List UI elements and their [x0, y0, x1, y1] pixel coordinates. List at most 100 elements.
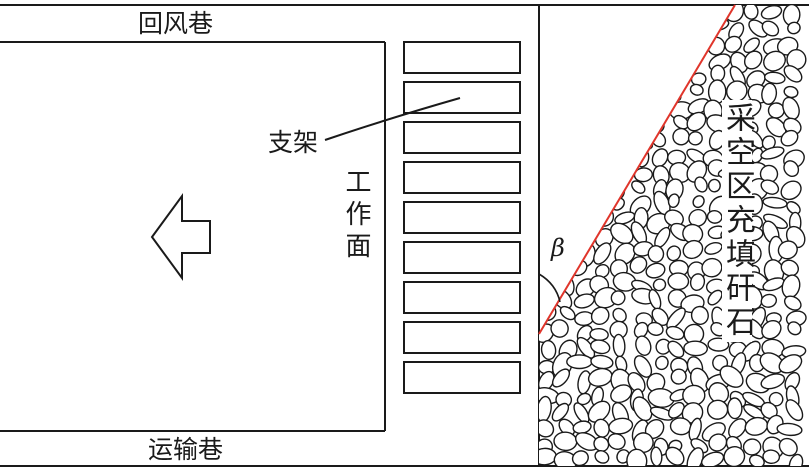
rock: [670, 368, 687, 385]
rock: [547, 93, 573, 115]
support-label: 支架: [268, 128, 319, 157]
rock: [551, 368, 571, 388]
rock: [686, 111, 707, 132]
rock: [610, 175, 626, 199]
rock: [588, 103, 607, 121]
rock: [539, 447, 557, 466]
rock: [670, 56, 686, 72]
rock: [743, 5, 759, 20]
rock: [707, 5, 725, 22]
rock: [539, 98, 552, 116]
rock: [550, 319, 569, 338]
rock: [593, 172, 614, 199]
rock: [780, 259, 799, 277]
rock: [654, 19, 669, 34]
rock: [625, 38, 652, 58]
rock: [761, 20, 780, 37]
rock: [683, 340, 708, 357]
rock: [667, 401, 685, 419]
rock: [763, 71, 786, 85]
rock: [743, 50, 763, 70]
rock: [651, 85, 675, 105]
rock: [704, 241, 723, 255]
rock: [647, 98, 666, 124]
rock: [694, 176, 708, 193]
support-unit: [403, 241, 521, 274]
rock: [726, 80, 748, 102]
rock: [692, 195, 705, 209]
rock: [778, 437, 798, 457]
rock: [777, 240, 798, 260]
rock: [613, 160, 630, 182]
rock: [780, 180, 802, 201]
rock: [788, 453, 804, 466]
rock: [574, 165, 590, 182]
rock: [760, 179, 780, 195]
rock: [786, 201, 801, 215]
rock: [776, 422, 803, 437]
rock: [558, 174, 576, 195]
rock: [613, 81, 636, 98]
rock: [612, 33, 634, 53]
rock: [593, 66, 614, 87]
rock: [556, 69, 577, 90]
rock: [719, 365, 744, 388]
rock: [707, 289, 723, 306]
rock: [539, 7, 549, 24]
rock: [690, 305, 709, 325]
rock: [785, 399, 804, 422]
rock: [539, 260, 557, 277]
rock: [540, 339, 557, 361]
rock: [539, 85, 559, 101]
working-face-label: 工作面: [341, 168, 371, 264]
rock: [780, 129, 799, 147]
rock: [761, 82, 778, 105]
rock: [633, 146, 650, 168]
rock: [707, 178, 721, 193]
rock: [656, 30, 670, 53]
rock: [616, 115, 633, 135]
rock: [591, 114, 607, 130]
rock: [690, 13, 707, 39]
rock: [617, 6, 633, 23]
rock: [761, 135, 776, 151]
rock: [612, 307, 627, 323]
rock: [628, 113, 645, 129]
angle-beta-label: β: [551, 234, 565, 262]
rock: [723, 446, 746, 466]
rock: [646, 5, 670, 20]
rock: [551, 160, 570, 177]
rock: [782, 96, 800, 120]
rock: [539, 50, 549, 64]
rock: [691, 7, 707, 23]
rock: [572, 176, 588, 194]
rock: [607, 433, 626, 450]
rock: [587, 367, 613, 387]
support-unit: [403, 361, 521, 394]
rock: [664, 20, 683, 38]
rock: [742, 438, 762, 456]
rock: [594, 162, 614, 185]
rock: [665, 325, 685, 341]
rock: [616, 63, 633, 86]
rock: [541, 196, 555, 212]
rock: [594, 263, 610, 279]
rock: [589, 327, 609, 342]
rock: [605, 94, 628, 117]
rock: [633, 321, 649, 339]
rock: [592, 15, 611, 35]
rock: [559, 152, 574, 167]
rock: [597, 151, 611, 166]
rock: [744, 416, 769, 436]
rock: [667, 272, 690, 291]
rock: [743, 403, 765, 420]
rock: [612, 16, 632, 35]
rock: [708, 382, 730, 404]
rock: [605, 46, 630, 69]
rock: [578, 147, 596, 165]
rock: [651, 148, 669, 168]
rock: [539, 166, 553, 180]
return-airway-label: 回风巷: [138, 9, 214, 38]
rock: [571, 450, 589, 466]
